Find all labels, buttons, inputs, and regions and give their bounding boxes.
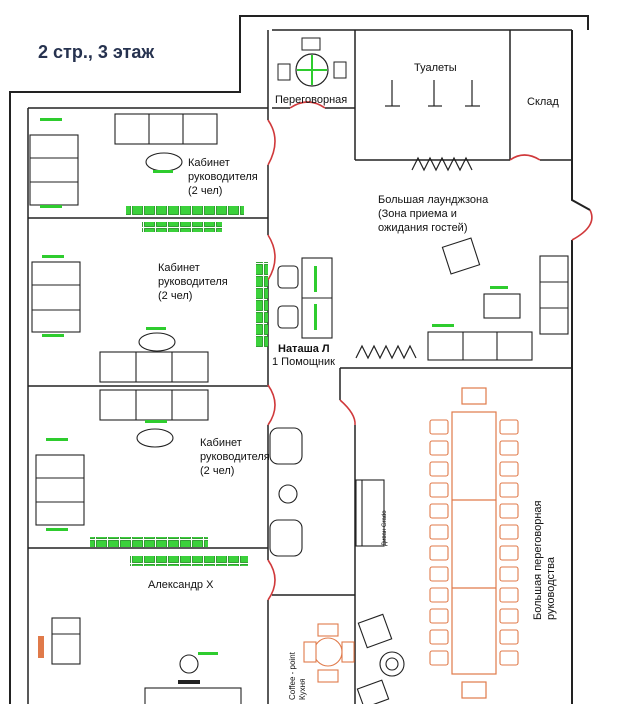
boardroom-label-line2: руководства — [545, 557, 557, 620]
boardroom-label-line1: Большая переговорная — [532, 500, 544, 620]
meeting-room-label: Переговорная — [275, 94, 348, 106]
boardroom-chairs — [429, 419, 519, 666]
boardroom-chair — [499, 419, 519, 435]
office3-label-line1: Кабинет — [200, 437, 242, 449]
boardroom-chair — [499, 482, 519, 498]
boardroom-lounge — [356, 613, 405, 704]
boardroom-chair — [499, 461, 519, 477]
office3-label-line3: (2 чел) — [200, 465, 235, 477]
office1-label-line2: руководителя — [188, 171, 258, 183]
person-label-alexander: Александр Х — [148, 579, 214, 591]
boardroom-chair — [429, 461, 449, 477]
assistant-role: 1 Помощник — [272, 356, 335, 368]
boardroom-chair — [499, 524, 519, 540]
office2-label-line2: руководителя — [158, 276, 228, 288]
office2-green-cabinets — [256, 262, 268, 348]
office1-label-line3: (2 чел) — [188, 185, 223, 197]
toilets-label: Туалеты — [414, 62, 457, 74]
assistant-name: Наташа Л — [278, 343, 330, 355]
office1-green-cabinets-a — [126, 206, 244, 216]
boardroom-chair — [429, 503, 449, 519]
boardroom-chair — [499, 608, 519, 624]
office4-furniture — [38, 617, 242, 704]
lounge-label-line2: (Зона приема и — [378, 208, 457, 220]
corridor-appliances — [269, 427, 385, 557]
boardroom-chair — [429, 650, 449, 666]
office3-green-cabinets-a — [90, 537, 208, 547]
office3-green-cabinets-b — [130, 556, 248, 566]
boardroom-chair — [429, 587, 449, 603]
kitchen-table — [303, 623, 355, 683]
lounge-label-line3: ожидания гостей) — [378, 222, 468, 234]
office2-label-line1: Кабинет — [158, 262, 200, 274]
storage-label: Склад — [527, 96, 559, 108]
small-meeting-table — [277, 37, 347, 87]
boardroom-chair — [499, 650, 519, 666]
boardroom-table — [451, 387, 497, 699]
toilet-stalls — [385, 80, 480, 107]
kitchen-label-line2: Кухня — [298, 678, 307, 700]
boardroom-chair — [429, 419, 449, 435]
doors — [267, 101, 593, 601]
boardroom-label: Большая переговорная руководства — [532, 500, 558, 620]
boardroom-chair — [499, 545, 519, 561]
assistant-desk — [277, 257, 333, 339]
inner-walls — [27, 29, 572, 704]
coat-rails — [355, 156, 473, 360]
page-title: 2 стр., 3 этаж — [38, 42, 155, 62]
boardroom-chair — [499, 566, 519, 582]
outer-walls — [9, 15, 591, 704]
boardroom-chair — [429, 566, 449, 582]
sofa-label: Диван Grado — [382, 510, 388, 546]
office3-furniture — [35, 389, 209, 531]
boardroom-chair — [429, 608, 449, 624]
office1-green-cabinets-b — [142, 222, 222, 232]
boardroom-chair — [429, 524, 449, 540]
office1-label-line1: Кабинет — [188, 157, 230, 169]
kitchen-label-line1: Coffee - point — [288, 652, 297, 700]
office2-label-line3: (2 чел) — [158, 290, 193, 302]
boardroom-chair — [429, 545, 449, 561]
kitchen-label: Coffee - point Кухня — [288, 652, 308, 700]
boardroom-chair — [499, 440, 519, 456]
boardroom-chair — [499, 587, 519, 603]
boardroom-chair — [429, 629, 449, 645]
office1-furniture — [29, 113, 218, 208]
boardroom-chair — [499, 503, 519, 519]
office3-label-line2: руководителя — [200, 451, 270, 463]
boardroom-chair — [429, 482, 449, 498]
lounge-label-line1: Большая лаунджзона — [378, 194, 489, 206]
boardroom-chair — [429, 440, 449, 456]
office2-furniture — [31, 255, 209, 383]
lounge-furniture — [427, 237, 569, 361]
boardroom-chair — [499, 629, 519, 645]
